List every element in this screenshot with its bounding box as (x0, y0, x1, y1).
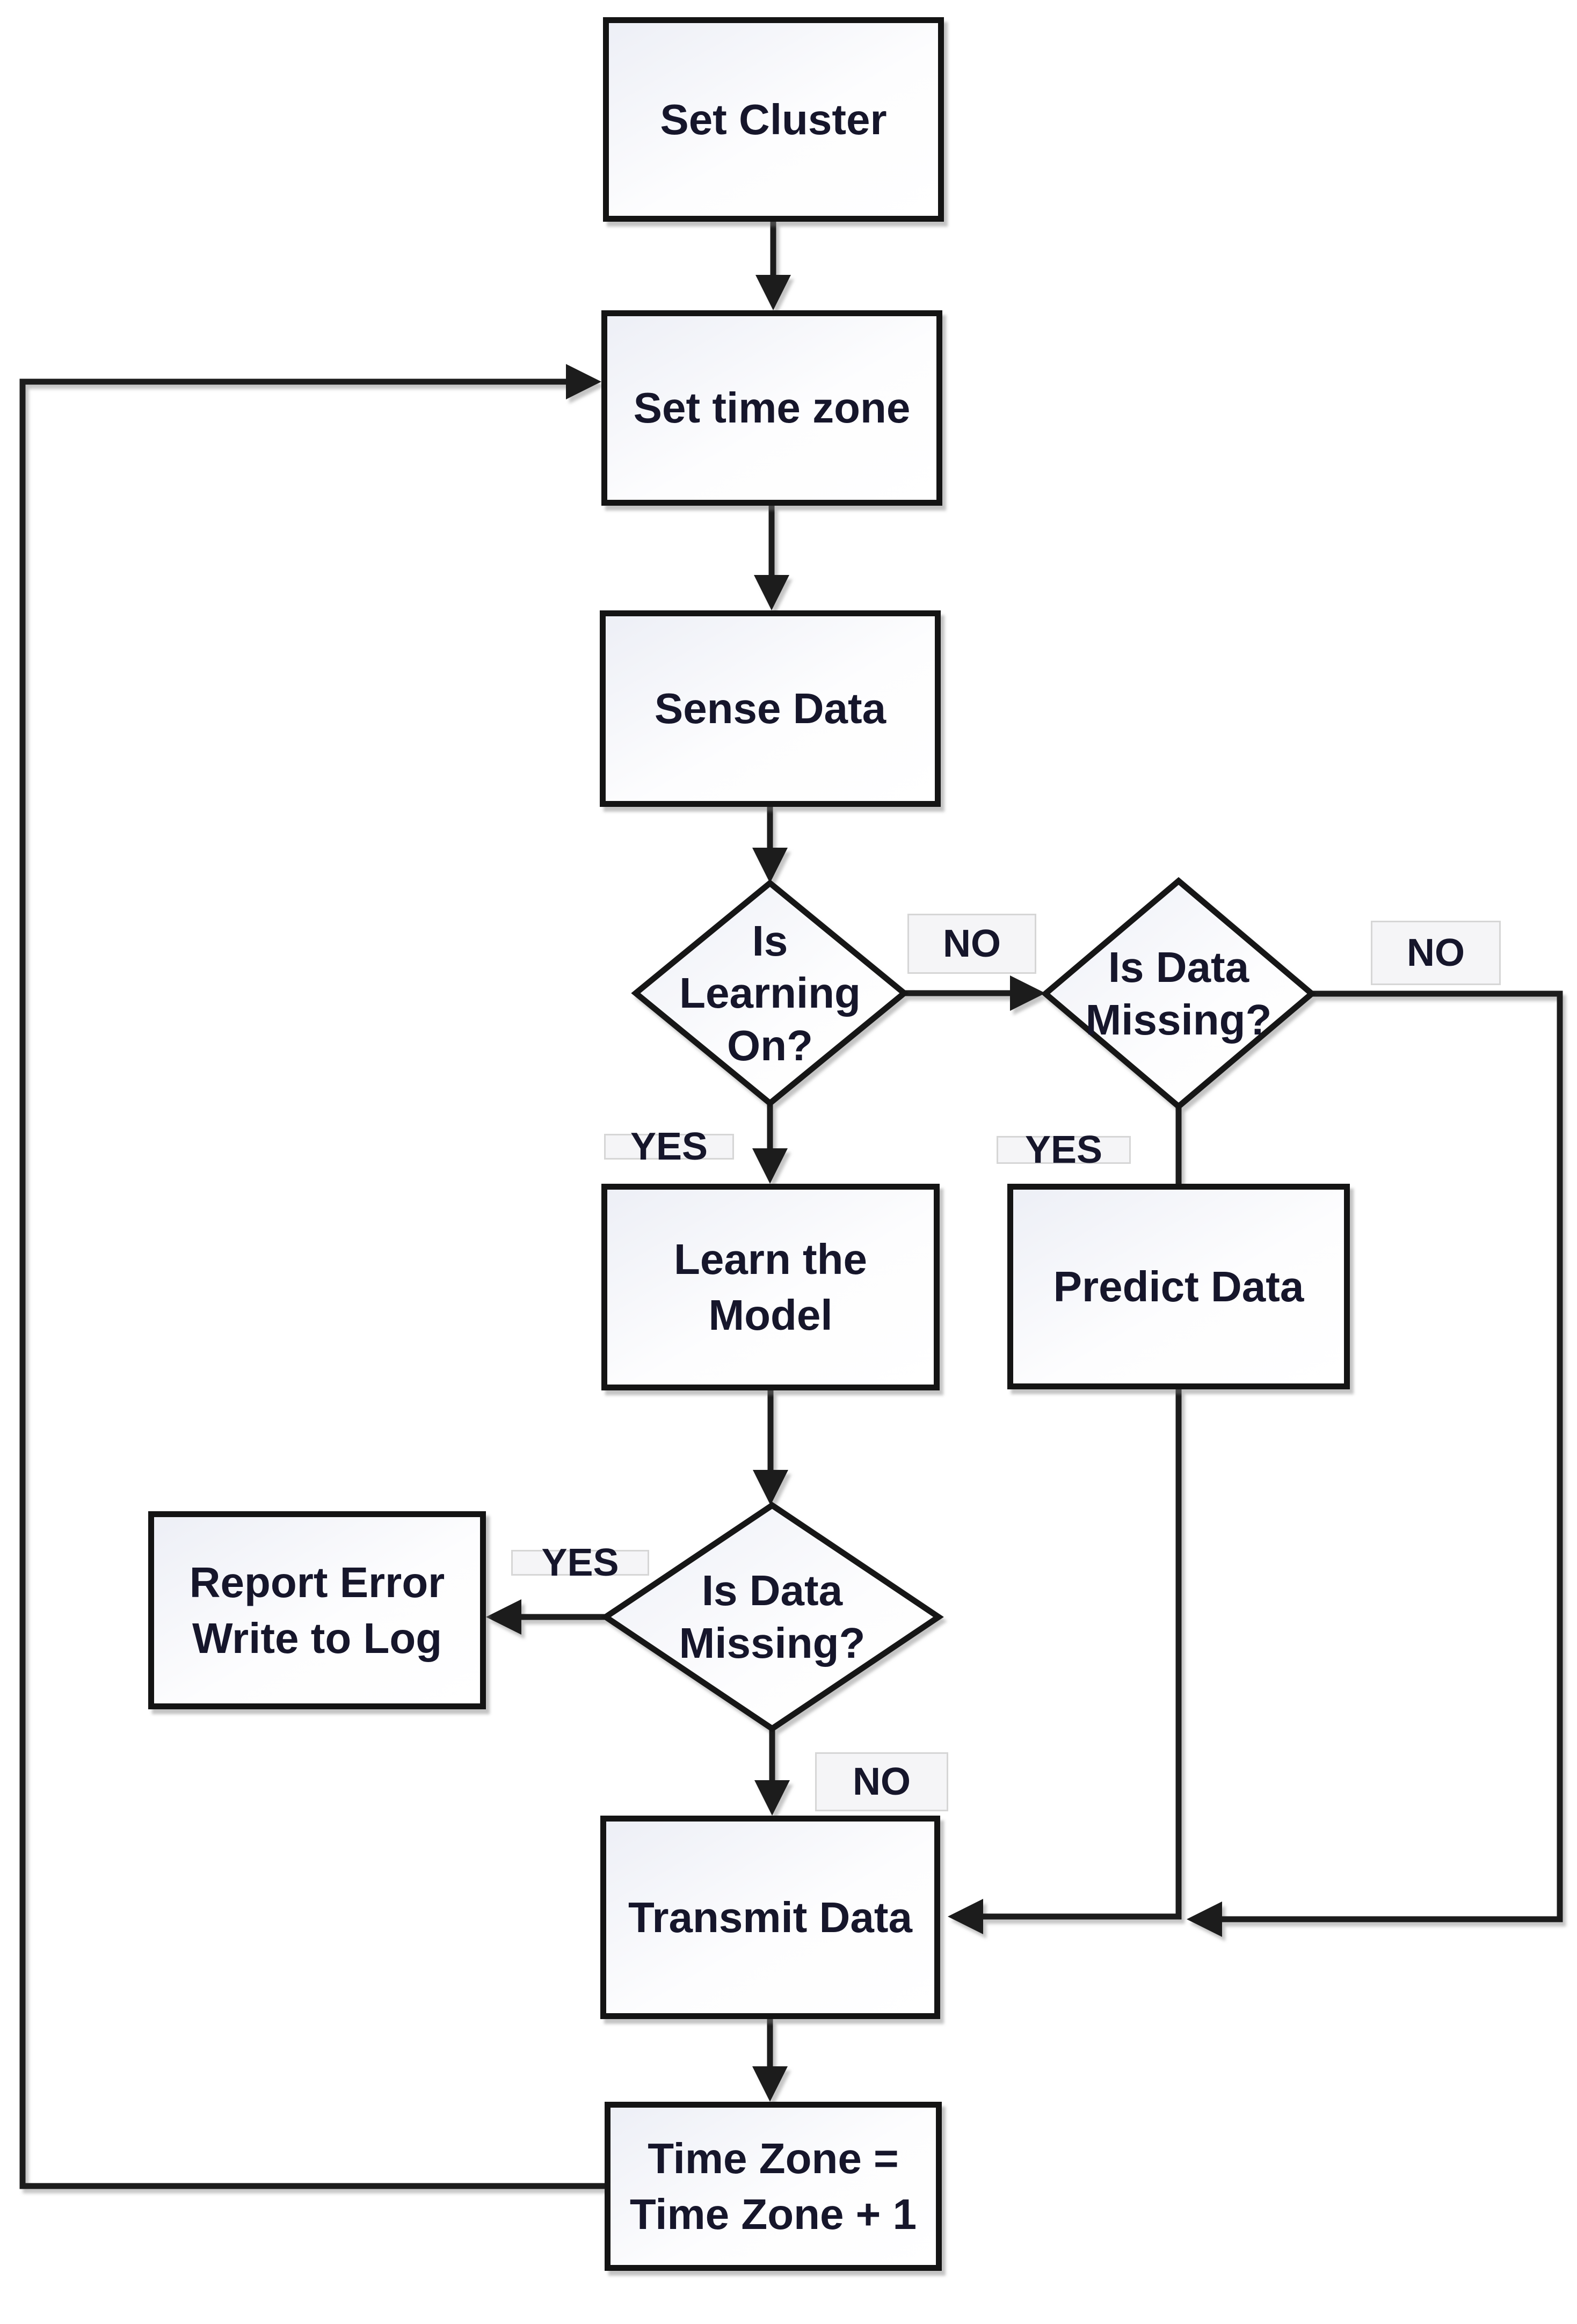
node-report-error-label-line1: Report Error (189, 1558, 445, 1606)
decision-is-data-missing-right (1041, 877, 1317, 1111)
node-time-zone-increment-label-line1: Time Zone = (648, 2134, 899, 2182)
edge-label-learning-yes: YES (604, 1125, 734, 1168)
node-learn-the-model: Learn the Model (601, 1184, 940, 1390)
edge-label-data-missing-right-no: NO (1371, 921, 1501, 985)
node-learn-the-model-label-line2: Model (708, 1291, 833, 1339)
node-set-time-zone-label: Set time zone (633, 384, 911, 432)
node-learn-the-model-label-line1: Learn the (673, 1235, 868, 1283)
node-report-error-label-line2: Write to Log (192, 1614, 442, 1662)
node-sense-data: Sense Data (600, 610, 941, 807)
edge-label-data-missing-left-yes: YES (511, 1541, 649, 1584)
decision-is-data-missing-left (600, 1502, 944, 1732)
decision-is-learning-on (631, 879, 909, 1108)
edge-label-data-missing-left-no: NO (815, 1752, 948, 1811)
node-set-cluster-label: Set Cluster (660, 95, 887, 143)
node-time-zone-increment-label-line2: Time Zone + 1 (629, 2190, 917, 2238)
node-predict-data-label: Predict Data (1053, 1262, 1304, 1310)
edge-label-data-missing-right-yes: YES (997, 1128, 1131, 1171)
node-sense-data-label: Sense Data (654, 684, 886, 732)
node-transmit-data: Transmit Data (600, 1816, 940, 2019)
node-transmit-data-label: Transmit Data (628, 1893, 913, 1941)
edge-isdatamissingright-no-loop (1187, 990, 1563, 1937)
edge-predictdata-to-transmitdata (948, 1389, 1182, 1934)
node-set-time-zone: Set time zone (601, 310, 942, 506)
edge-timezoneincrement-to-settimezone-loop (19, 364, 605, 2189)
edge-label-learning-no: NO (907, 914, 1036, 974)
node-predict-data: Predict Data (1007, 1184, 1350, 1389)
node-report-error-write-to-log: Report Error Write to Log (148, 1511, 486, 1709)
node-set-cluster: Set Cluster (603, 17, 944, 222)
node-time-zone-increment: Time Zone = Time Zone + 1 (605, 2102, 942, 2271)
